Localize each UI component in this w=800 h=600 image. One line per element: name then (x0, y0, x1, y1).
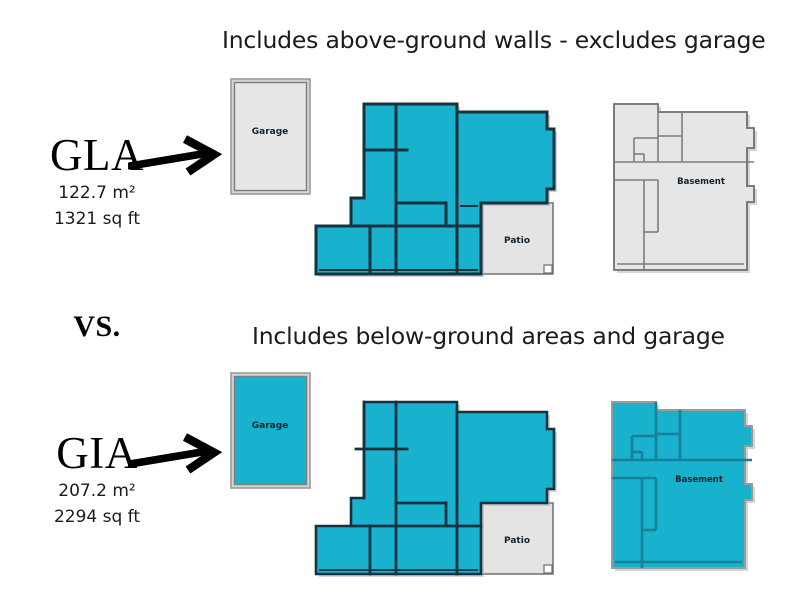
garage-plan-bottom: Garage (230, 372, 311, 489)
basement-label-bottom: Basement (675, 475, 723, 485)
garage-plan-top: Garage (230, 78, 311, 195)
gla-area-imperial: 1321 sq ft (53, 209, 141, 229)
main-floor-plan-bottom: Patio (314, 400, 557, 577)
arrow-right-icon (128, 433, 223, 474)
vs-separator-label: VS. (73, 310, 121, 343)
patio-label-top: Patio (504, 236, 530, 246)
gia-area-imperial: 2294 sq ft (53, 507, 141, 527)
gla-metric-block: GLA 122.7 m² 1321 sq ft (2, 130, 192, 232)
basement-plan-bottom: Basement (611, 401, 755, 571)
basement-label-top: Basement (677, 177, 725, 187)
gla-acronym: GLA (50, 130, 144, 180)
garage-label-top: Garage (252, 127, 289, 137)
basement-plan-top: Basement (613, 103, 757, 273)
gia-metric-block: GIA 207.2 m² 2294 sq ft (2, 428, 192, 530)
top-row-heading: Includes above-ground walls - excludes g… (222, 26, 766, 54)
arrow-right-icon (128, 135, 223, 176)
gla-area-metric: 122.7 m² (58, 183, 136, 203)
gia-area-metric: 207.2 m² (58, 481, 136, 501)
gia-acronym: GIA (56, 428, 138, 478)
patio-label-bottom: Patio (504, 536, 530, 546)
bottom-row-heading: Includes below-ground areas and garage (252, 322, 725, 350)
garage-label-bottom: Garage (252, 421, 289, 431)
main-floor-plan-top: Patio (314, 102, 557, 277)
